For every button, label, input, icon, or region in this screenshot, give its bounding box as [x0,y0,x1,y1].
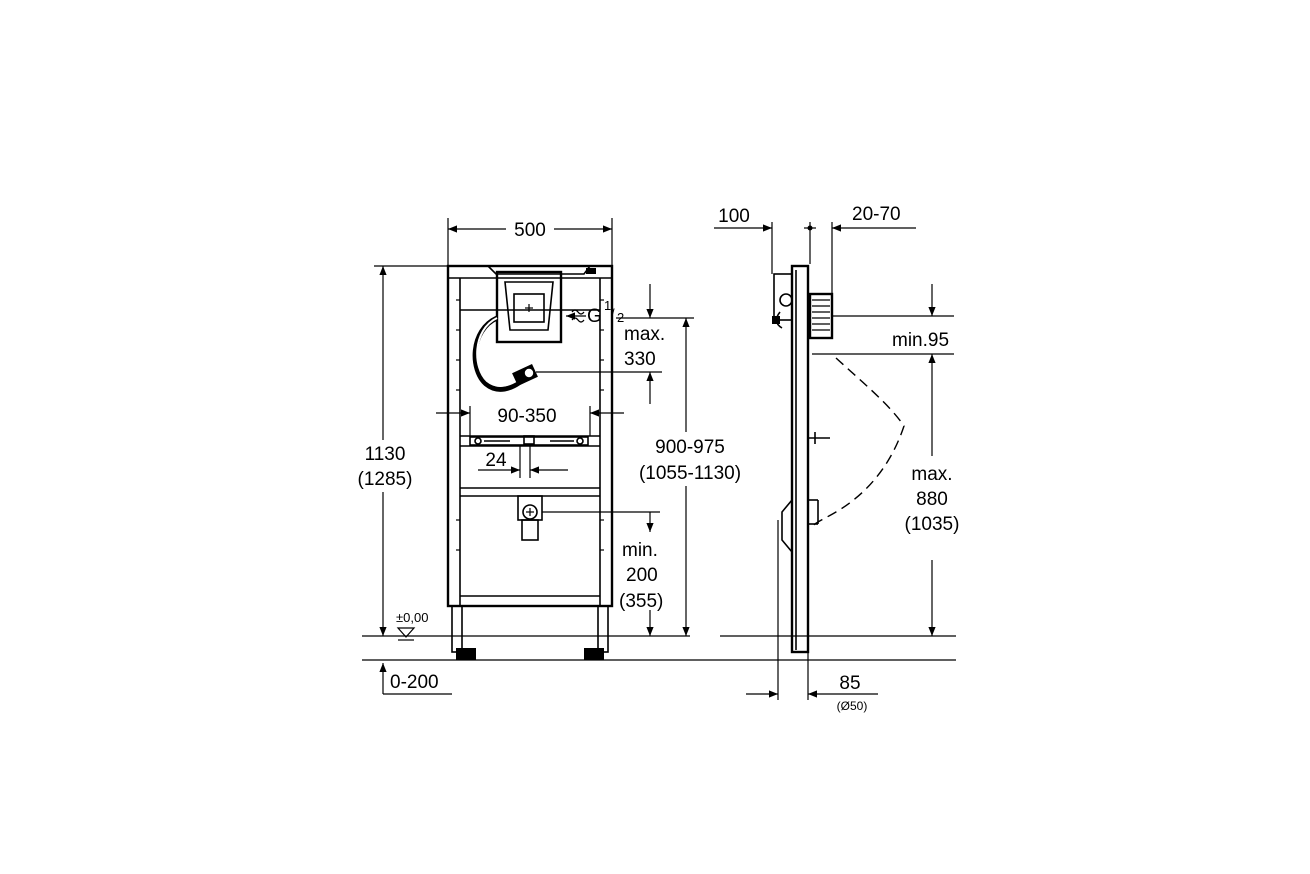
side-flush-plate [808,292,834,340]
side-frame [781,264,830,654]
supply-hose [472,315,538,392]
dim-depth-adjust: 20-70 [804,204,916,294]
floor-level-label: ±0,00 [396,610,428,625]
flush-valve-box [495,270,563,344]
dim-bottom-depth: 85 (Ø50) [746,520,878,713]
dim-min200-label-1: min. [622,540,658,561]
dim-height: 1130 (1285) [350,265,448,636]
thread-slash: / [611,306,615,321]
dim-min200-label-2: 200 [626,565,658,586]
dim-height-label-1: 1130 [365,444,406,465]
thread-g: G [587,306,602,327]
dim-max330-label-1: max. [624,324,665,345]
dim-span: 90-350 [436,406,624,436]
dim-total-label-1: 900-975 [655,437,725,458]
pipe-diameter-label: (Ø50) [837,699,868,713]
dim-offset-label: 24 [485,450,507,471]
dim-max330-label-2: 330 [624,349,656,370]
post-ticks-left [456,299,460,551]
dim-max880: max. 880 (1035) [905,396,960,636]
urinal-outline [809,357,905,529]
side-valve [772,273,793,329]
floor-level-marker: ±0,00 [396,610,428,641]
dim-width: 500 [447,216,613,266]
drain-fitting [517,495,543,541]
dim-min95: min.95 [812,284,954,396]
dim-max880-label-2: 880 [916,489,948,510]
dim-min200-label-3: (355) [619,591,663,612]
dim-height-label-2: (1285) [358,469,413,490]
dim-max880-label-1: max. [911,464,952,485]
dim-span-label: 90-350 [497,406,556,427]
front-view: 500 1130 (1285) G 1 / 2 max. 330 [350,216,756,695]
thread-label: G 1 / 2 [566,298,624,327]
thread-num: 1 [604,298,611,313]
side-view: 100 20-70 min.95 max. 880 (1035) [714,204,959,713]
dim-bottom-depth-label: 85 [839,673,860,694]
dim-foot-label: 0-200 [390,672,439,693]
post-ticks-right [600,299,604,551]
dim-min95-label: min.95 [892,330,949,351]
dim-max330: max. 330 [536,284,694,404]
dim-total-label-2: (1055-1130) [639,463,741,484]
dim-width-label: 500 [514,220,546,241]
dim-offset: 24 [478,446,568,478]
dim-depth-top-label: 100 [718,206,750,227]
dim-depth-adjust-label: 20-70 [852,204,901,225]
dim-total: 900-975 (1055-1130) [626,318,756,636]
dim-min200: min. 200 (355) [542,511,663,636]
mounting-bolts [469,435,589,446]
dim-foot: 0-200 [379,663,452,695]
dim-max880-label-3: (1035) [905,514,960,535]
dim-depth-top: 100 [714,206,773,274]
